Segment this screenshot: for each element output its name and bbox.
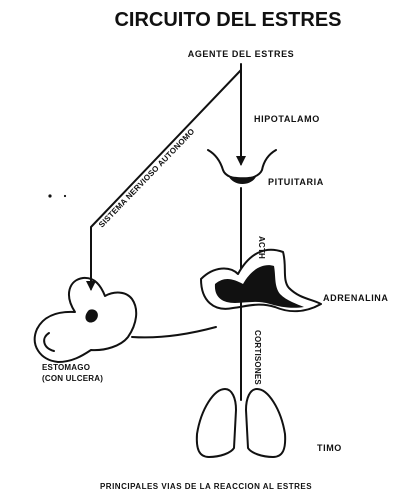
cortisones-label: CORTISONES <box>253 330 262 385</box>
scan-dot-2 <box>64 195 66 197</box>
scan-dot-1 <box>48 194 51 197</box>
stress-agent-label: AGENTE DEL ESTRES <box>188 49 295 59</box>
thymus-right-lobe <box>246 389 285 457</box>
hypothalamus-label: HIPOTALAMO <box>254 114 320 124</box>
stomach-label-line2: (CON ULCERA) <box>42 374 103 383</box>
stomach-inner-fold <box>44 333 54 351</box>
diagram-title: CIRCUITO DEL ESTRES <box>114 9 341 31</box>
adrenal-gland-inner <box>215 265 304 308</box>
pituitary-label: PITUITARIA <box>268 177 324 187</box>
timo-label: TIMO <box>317 443 342 453</box>
acth-label: ACTH <box>257 236 266 259</box>
adrenalina-label: ADRENALINA <box>323 293 389 303</box>
diagram-caption: PRINCIPALES VIAS DE LA REACCION AL ESTRE… <box>100 482 312 491</box>
stomach-ulcer-dot <box>85 309 97 322</box>
stomach-to-adrenal-line <box>132 327 216 337</box>
autonomic-system-label: SISTEMA NERVIOSO AUTONOMO <box>97 127 196 230</box>
autonomic-path <box>91 70 241 289</box>
thymus-left-lobe <box>197 389 236 457</box>
stomach-label-line1: ESTOMAGO <box>42 363 90 372</box>
